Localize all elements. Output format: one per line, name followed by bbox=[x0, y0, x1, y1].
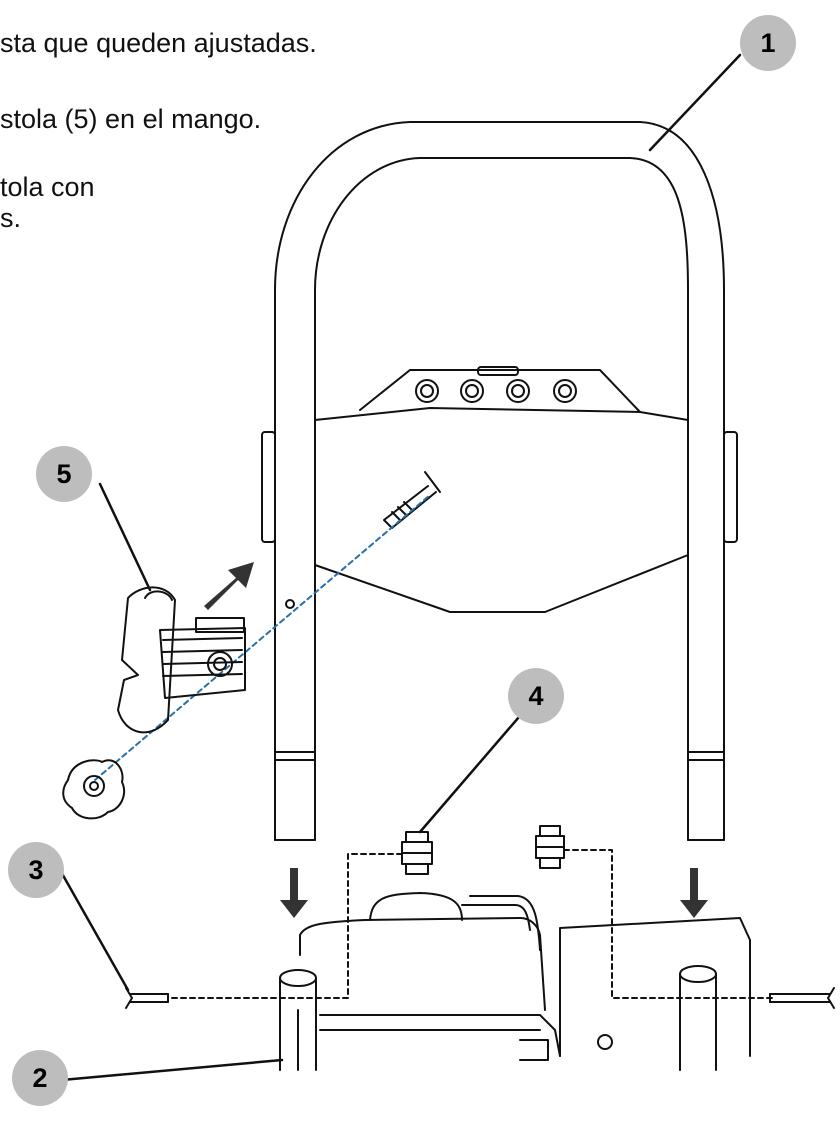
instruction-line-2: stola (5) en el mango. bbox=[0, 104, 262, 134]
gun-holder bbox=[117, 586, 246, 734]
instruction-line-1: sta que queden ajustadas. bbox=[0, 28, 317, 58]
handle-bolt bbox=[285, 471, 441, 609]
instruction-line-3b: s. bbox=[0, 203, 22, 234]
nuts bbox=[401, 825, 565, 875]
instruction-line-3: tola con s. bbox=[0, 172, 95, 234]
handle-panel bbox=[314, 366, 689, 613]
instruction-line-3a: tola con bbox=[0, 172, 95, 202]
direction-arrow-upright bbox=[204, 562, 254, 610]
callout-2: 2 bbox=[12, 1050, 68, 1106]
callout-5: 5 bbox=[36, 446, 92, 502]
leader-lines bbox=[58, 53, 742, 1082]
direction-arrows-down bbox=[280, 868, 708, 918]
callout-1: 1 bbox=[740, 15, 796, 71]
assembly-lines-base bbox=[169, 849, 776, 999]
callout-3: 3 bbox=[8, 842, 64, 898]
handle-frame bbox=[261, 121, 738, 841]
callout-4: 4 bbox=[508, 668, 564, 724]
pump-base bbox=[279, 892, 751, 1071]
base-bolts bbox=[125, 987, 835, 1009]
knob bbox=[62, 759, 126, 820]
